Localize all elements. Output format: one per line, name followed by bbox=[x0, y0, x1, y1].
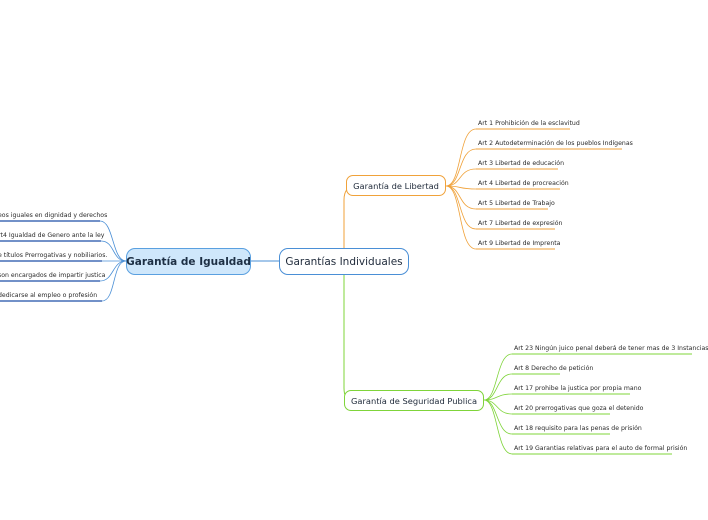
libertad-item[interactable]: Art 3 Libertad de educación bbox=[478, 160, 565, 167]
central-topic[interactable]: Garantías Individuales bbox=[279, 248, 409, 275]
seguridad-leaf-connector bbox=[483, 399, 513, 455]
igualdad-item[interactable]: rt4 Igualdad de Genero ante la ley bbox=[0, 232, 105, 239]
libertad-item[interactable]: Art 5 Libertad de Trabajo bbox=[478, 200, 555, 207]
libertad-leaf-connector bbox=[445, 185, 477, 210]
seguridad-item[interactable]: Art 18 requisito para las penas de prisi… bbox=[514, 425, 642, 432]
libertad-item[interactable]: Art 9 Libertad de Imprenta bbox=[478, 240, 561, 247]
igualdad-leaf-connector bbox=[99, 220, 127, 262]
libertad-item[interactable]: Art 7 Libertad de expresión bbox=[478, 220, 563, 227]
seguridad-item[interactable]: Art 8 Derecho de petición bbox=[514, 365, 594, 372]
seguridad-leaf-connector bbox=[483, 393, 513, 401]
libertad-item[interactable]: Art 1 Prohibición de la esclavitud bbox=[478, 120, 580, 127]
leaf-underlines bbox=[0, 128, 692, 455]
seguridad-item[interactable]: Art 19 Garantias relativas para el auto … bbox=[514, 445, 688, 452]
branch-garantia-igualdad[interactable]: Garantía de Igualdad bbox=[126, 248, 251, 275]
seguridad-item[interactable]: Art 20 prerrogativas que goza el detenid… bbox=[514, 405, 644, 412]
connectors bbox=[99, 128, 513, 455]
libertad-leaf-connector bbox=[445, 185, 477, 250]
libertad-leaf-connector bbox=[445, 128, 477, 187]
igualdad-item[interactable]: eos iguales en dignidad y derechos bbox=[0, 212, 108, 219]
seguridad-leaf-connector bbox=[483, 373, 513, 401]
seguridad-item[interactable]: Art 17 prohibe la justica por propia man… bbox=[514, 385, 642, 392]
seguridad-item[interactable]: Art 23 Ningún juico penal deberá de tene… bbox=[514, 345, 708, 352]
libertad-leaf-connector bbox=[445, 168, 477, 187]
central-to-seguridad-connector bbox=[343, 275, 353, 401]
libertad-leaf-connector bbox=[445, 148, 477, 187]
seguridad-leaf-connector bbox=[483, 353, 513, 401]
igualdad-leaf-connector bbox=[101, 260, 127, 302]
igualdad-item[interactable]: son encargados de impartir justica bbox=[0, 272, 106, 279]
branch-garantia-seguridad[interactable]: Garantía de Seguridad Publica bbox=[344, 390, 484, 411]
libertad-item[interactable]: Art 4 Libertad de procreación bbox=[478, 180, 569, 187]
igualdad-item[interactable]: dedicarse al empleo o profesión bbox=[0, 292, 98, 299]
branch-garantia-libertad[interactable]: Garantía de Libertad bbox=[346, 175, 446, 196]
igualdad-item[interactable]: e títulos Prerrogativas y nobiliarios. bbox=[0, 252, 108, 259]
igualdad-leaf-connector bbox=[100, 240, 127, 262]
libertad-item[interactable]: Art 2 Autodeterminación de los pueblos I… bbox=[478, 140, 633, 147]
